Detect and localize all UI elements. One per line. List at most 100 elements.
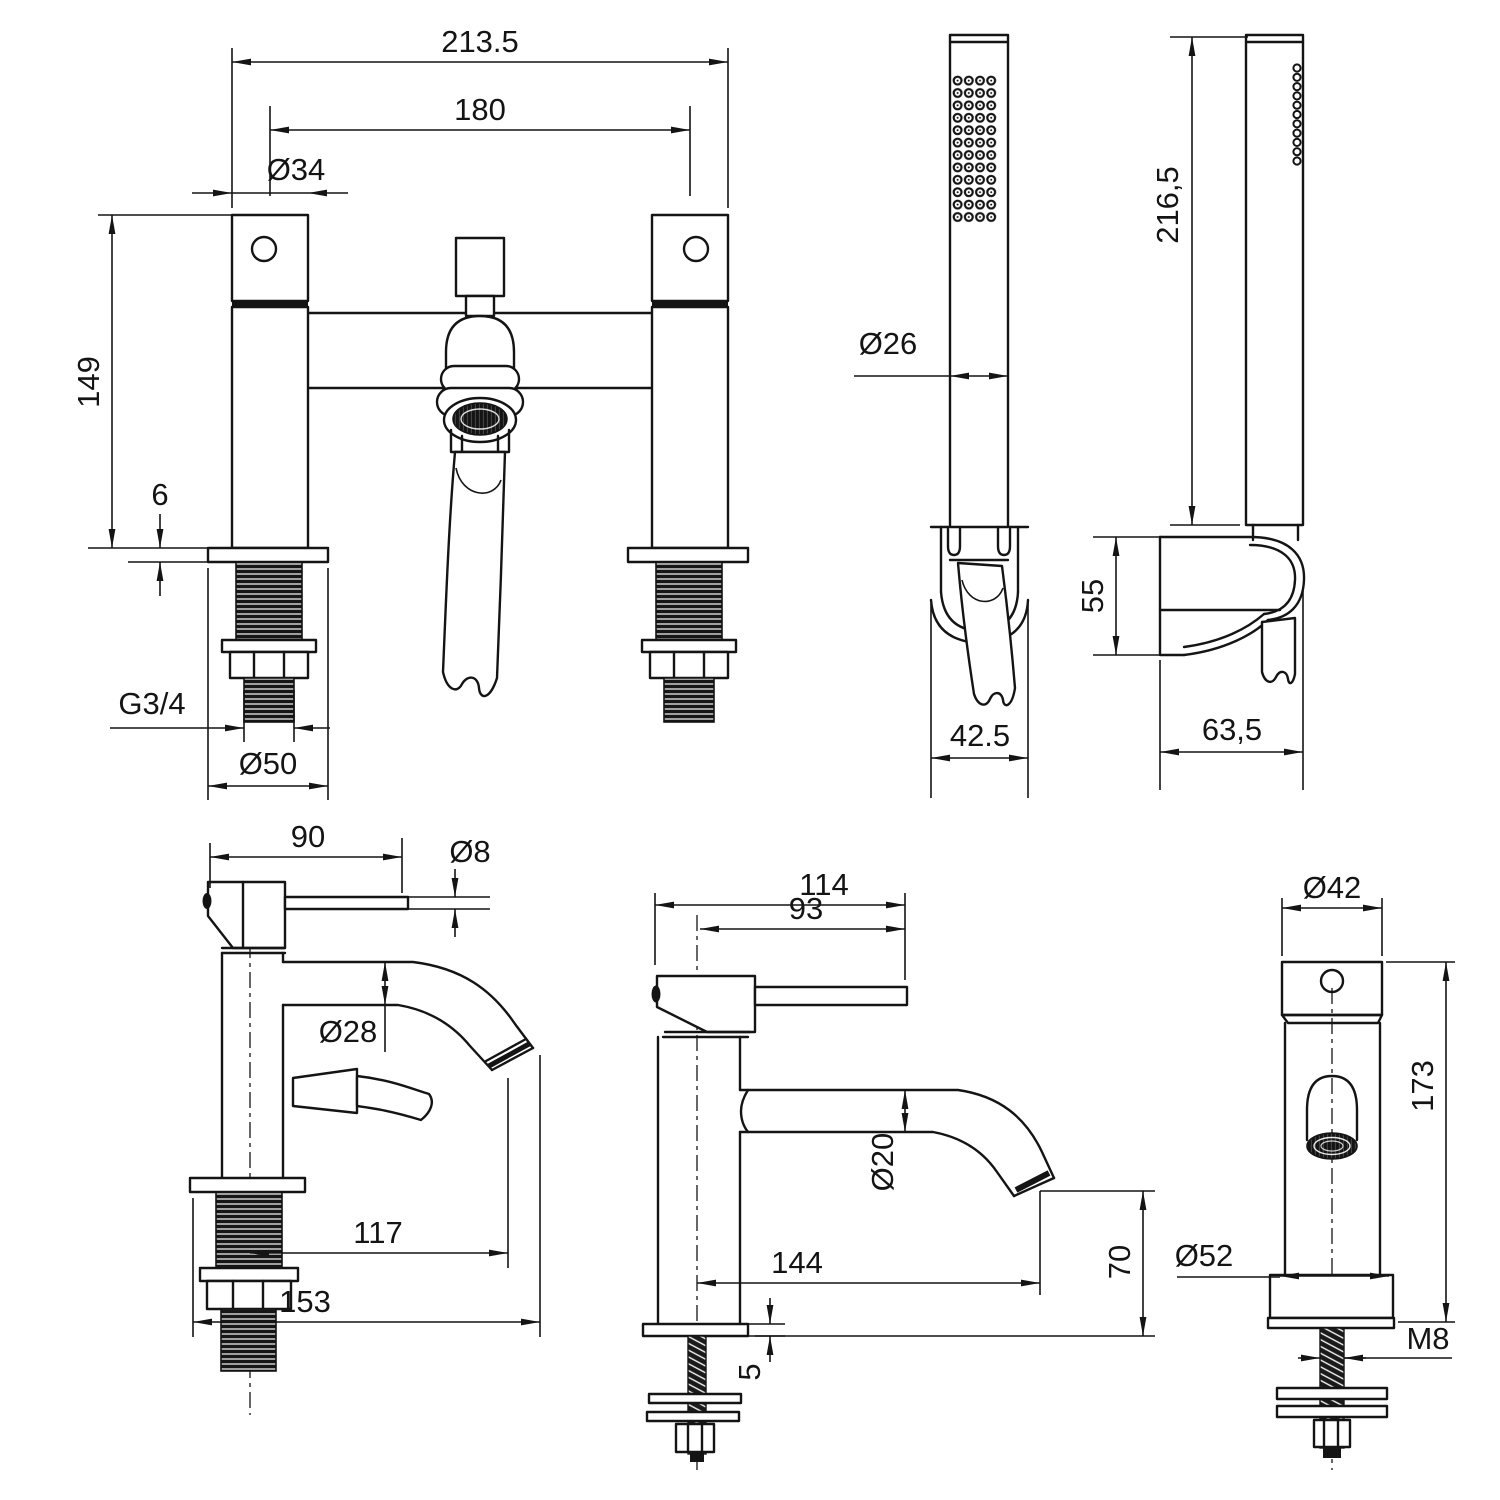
handshower-hose (956, 561, 1017, 707)
dim-label-flange-diameter: Ø50 (239, 746, 298, 781)
dim-tap-centres: 180 (269, 92, 691, 196)
dim-label-bracket-width: 42.5 (950, 718, 1010, 753)
washer (198, 1266, 300, 1283)
dim-deck-gap: 6 (128, 477, 208, 596)
dim-spout-diameter: Ø28 (319, 962, 389, 1052)
spout-aerator (452, 402, 508, 436)
right-washer (640, 638, 738, 654)
right-backnut (648, 650, 730, 680)
tap-spout (281, 960, 535, 1072)
dim-column-diameter: Ø34 (192, 152, 348, 197)
left-flange (206, 546, 330, 564)
dim-handle-diameter: Ø8 (408, 834, 491, 937)
dim-label-spout-projection: 117 (353, 1215, 402, 1250)
dim-overall-width: 213.5 (231, 24, 729, 208)
holder-clip-left (946, 525, 962, 557)
dim-deck-plate: 5 (732, 1298, 785, 1381)
dim-label-column-diameter: Ø34 (267, 152, 326, 187)
mixer-right-pillar (626, 213, 750, 723)
hose-side (1260, 616, 1297, 685)
dim-label-spout-diameter: Ø20 (865, 1133, 900, 1192)
right-pillar-screw-hole (682, 235, 710, 263)
dim-bracket-height: 55 (1075, 536, 1160, 656)
deck-plate (641, 1322, 750, 1338)
dim-bracket-depth: 63,5 (1159, 588, 1304, 790)
handshower-nozzle-grid (952, 74, 997, 224)
side-nozzle-rings (1292, 63, 1302, 166)
dim-overall-projection: 153 (192, 1055, 541, 1337)
tap-body (220, 951, 285, 1180)
dim-label-spout-reach: 144 (771, 1245, 823, 1280)
fixing-nut (1312, 1418, 1352, 1449)
washer-top (647, 1392, 743, 1405)
dim-overall-height: 173 (1386, 961, 1455, 1323)
left-threaded-shank (235, 561, 303, 641)
dim-label-head-diameter: Ø26 (859, 326, 918, 361)
dim-inlet-thread: G3/4 (110, 686, 330, 742)
dim-spout-projection: 117 (250, 1078, 509, 1268)
dim-label-flange-diameter: Ø52 (1175, 1238, 1234, 1273)
dim-spout-diameter: Ø20 (865, 1090, 909, 1192)
deck-flange (188, 1176, 307, 1194)
view-hand-shower-front: Ø26 42.5 (854, 33, 1030, 798)
dim-spout-height: 70 (755, 1190, 1155, 1337)
dim-flange-diameter: Ø52 (1175, 1238, 1389, 1280)
tap-handle (202, 880, 410, 950)
right-flange (626, 546, 750, 564)
view-basin-tap-front: Ø42 173 Ø52 M8 (1175, 870, 1455, 1470)
base-collar (1268, 1273, 1395, 1320)
threaded-shank (215, 1191, 283, 1269)
left-washer (220, 638, 318, 654)
washer-top (1275, 1386, 1389, 1401)
view-basin-mixer-side: 114 93 Ø20 144 70 5 (641, 867, 1155, 1470)
popup-waste-lever (291, 1067, 433, 1122)
mixer-body (656, 1035, 742, 1326)
dim-label-tap-centres: 180 (454, 92, 506, 127)
backnut (205, 1279, 293, 1311)
dim-handle-length: 90 (209, 819, 403, 893)
handshower-wand-side (1244, 33, 1305, 527)
dim-bracket-width: 42.5 (930, 604, 1029, 798)
dim-fixing-thread: M8 (1298, 1321, 1452, 1362)
lever-bar (753, 985, 909, 1007)
view-bath-shower-mixer-front: 213.5 180 Ø34 149 6 G3/4 (71, 24, 750, 800)
dim-label-handle-projection: 93 (789, 891, 823, 926)
spout-outlet-front (1305, 1074, 1359, 1160)
dim-label-overall-projection: 153 (279, 1284, 331, 1319)
dim-label-inlet-thread: G3/4 (118, 686, 185, 721)
lever-bar (283, 895, 410, 911)
view-basin-tap-side: 90 Ø8 Ø28 117 153 (188, 819, 541, 1415)
dim-label-overall-length: 216,5 (1150, 166, 1185, 244)
mixer-diverter-spout (435, 236, 525, 698)
dim-flange-diameter: Ø50 (207, 568, 329, 800)
diverter-knob (454, 236, 506, 298)
holder-clip-right (996, 525, 1012, 557)
right-threaded-shank (655, 561, 723, 641)
dim-label-body-diameter: Ø42 (1303, 870, 1362, 905)
mixer-left-pillar (206, 213, 330, 723)
dim-label-fixing-thread: M8 (1406, 1321, 1449, 1356)
dim-label-handle-length: 90 (291, 819, 325, 854)
mixer-spout (738, 1088, 1056, 1198)
holder-side (1158, 535, 1306, 657)
dim-label-overall-projection: 114 (799, 867, 848, 902)
washer-bottom (1275, 1404, 1389, 1419)
dim-height: 149 (71, 214, 232, 549)
fixing-nut (674, 1422, 716, 1454)
dim-label-bracket-depth: 63,5 (1202, 712, 1262, 747)
dim-label-overall-width: 213.5 (441, 24, 519, 59)
dim-head-diameter: Ø26 (854, 326, 1008, 380)
dim-label-deck-plate: 5 (732, 1363, 767, 1380)
dim-label-height: 149 (71, 356, 106, 408)
dim-label-bracket-height: 55 (1075, 579, 1110, 613)
dim-label-overall-height: 173 (1405, 1060, 1440, 1112)
left-pillar-screw-hole (250, 235, 278, 263)
dim-handle-projection: 93 (700, 891, 905, 933)
shower-hose-stub (441, 450, 507, 698)
dim-label-handle-diameter: Ø8 (449, 834, 490, 869)
dim-overall-projection: 114 (654, 867, 906, 980)
view-hand-shower-side: 216,5 55 63,5 (1075, 33, 1306, 790)
base-plate (1266, 1316, 1396, 1330)
